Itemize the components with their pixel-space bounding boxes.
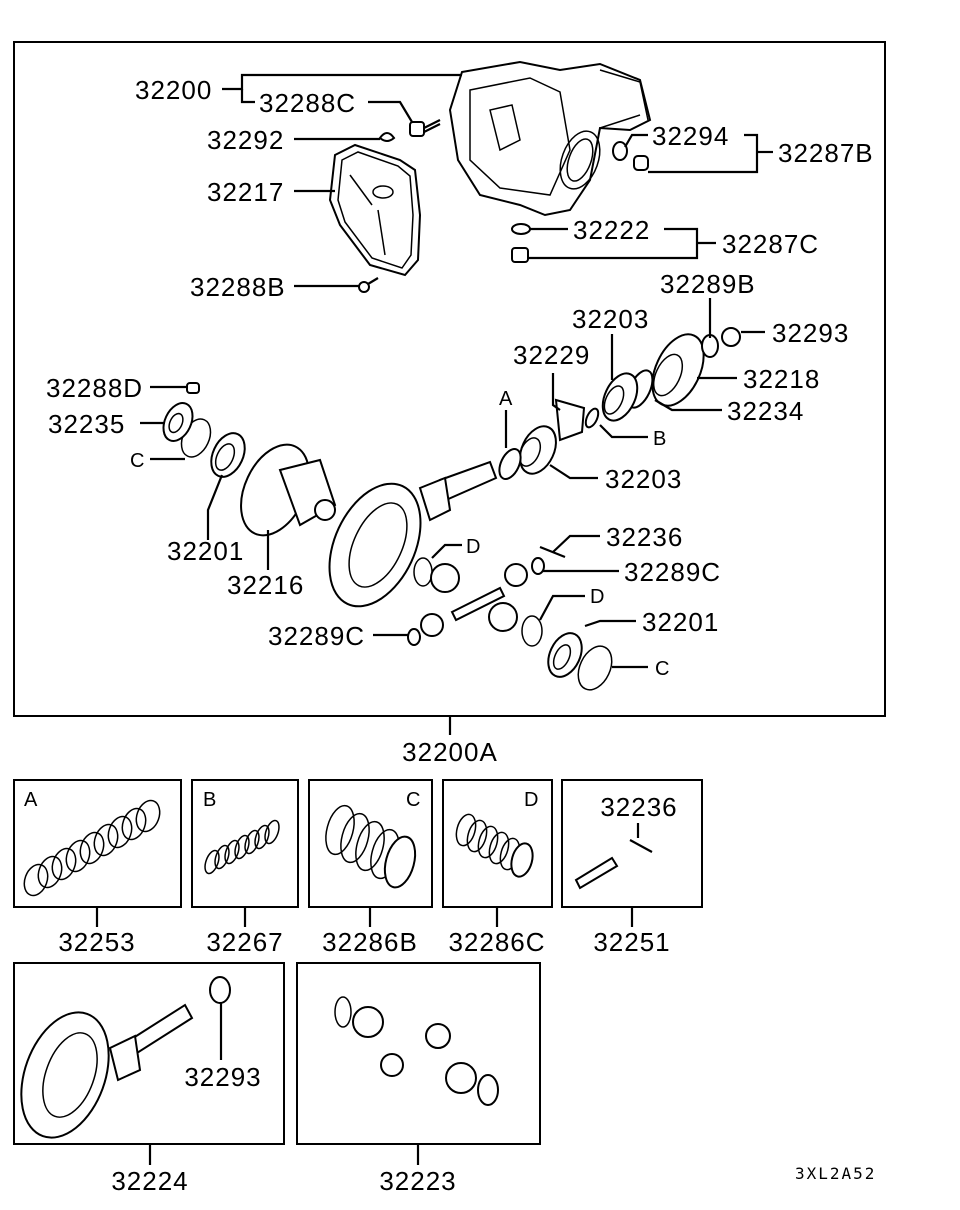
side-gear-right[interactable] bbox=[488, 602, 518, 632]
gasket-32294[interactable] bbox=[612, 141, 628, 161]
callout-32287b[interactable]: 32287B bbox=[778, 138, 874, 168]
ring-gear-graphic bbox=[20, 1011, 110, 1139]
kit-box-c[interactable]: C bbox=[308, 779, 433, 908]
callout-c-right[interactable]: C bbox=[655, 658, 669, 680]
ring-gear-part[interactable] bbox=[311, 469, 438, 621]
nut-graphic bbox=[209, 976, 231, 1004]
callout-32201-right[interactable]: 32201 bbox=[642, 607, 719, 637]
washer-32292[interactable] bbox=[378, 132, 396, 142]
kit-a-letter: A bbox=[24, 789, 38, 811]
callout-c-left[interactable]: C bbox=[130, 450, 144, 472]
spacer-32229[interactable] bbox=[554, 398, 586, 442]
oil-seal-32235[interactable] bbox=[158, 398, 198, 445]
bearing-32203-outer[interactable] bbox=[596, 368, 644, 426]
callout-32294[interactable]: 32294 bbox=[652, 121, 729, 151]
callout-32234[interactable]: 32234 bbox=[727, 396, 804, 426]
kit-a-part-number[interactable]: 32253 bbox=[58, 927, 135, 957]
callout-32218[interactable]: 32218 bbox=[743, 364, 820, 394]
shim-set-c-graphic bbox=[325, 804, 417, 889]
nut-32293[interactable] bbox=[721, 327, 741, 347]
kit-c-part-number[interactable]: 32286B bbox=[322, 927, 418, 957]
companion-flange-32218[interactable] bbox=[642, 326, 714, 413]
shim-a[interactable] bbox=[495, 446, 525, 483]
rear-cover-part[interactable] bbox=[328, 143, 422, 277]
shaft-graphic bbox=[574, 856, 619, 890]
pinion-graphic bbox=[108, 1003, 194, 1082]
callout-b[interactable]: B bbox=[653, 428, 666, 450]
spacer-set-graphic bbox=[204, 819, 280, 875]
kit-box-a[interactable]: A bbox=[13, 779, 182, 908]
bolt-32288c[interactable] bbox=[409, 119, 441, 137]
callout-32288d[interactable]: 32288D bbox=[46, 373, 143, 403]
bearing-32201-left[interactable] bbox=[205, 428, 252, 482]
callout-32201-left[interactable]: 32201 bbox=[167, 536, 244, 566]
shim-c-right[interactable] bbox=[572, 641, 619, 695]
kit-b-part-number[interactable]: 32267 bbox=[206, 927, 283, 957]
callout-32289c-left[interactable]: 32289C bbox=[268, 621, 365, 651]
callout-32293[interactable]: 32293 bbox=[772, 318, 849, 348]
washer-d-right[interactable] bbox=[521, 615, 543, 647]
diff-gears-graphic bbox=[334, 996, 499, 1106]
bolt-32288d[interactable] bbox=[186, 382, 200, 394]
kit-d-letter: D bbox=[524, 789, 538, 811]
callout-32229[interactable]: 32229 bbox=[513, 340, 590, 370]
pin-graphic bbox=[629, 839, 653, 853]
label-main-assembly[interactable]: 32200A bbox=[402, 737, 498, 767]
callout-32200[interactable]: 32200 bbox=[135, 75, 212, 105]
kit-pin-inner-label: 32236 bbox=[600, 792, 677, 822]
differential-case-32216[interactable] bbox=[228, 434, 337, 546]
set-gear-part-number[interactable]: 32224 bbox=[111, 1166, 188, 1196]
kit-box-b[interactable]: B bbox=[191, 779, 299, 908]
kit-d-part-number[interactable]: 32286C bbox=[448, 927, 545, 957]
pinion-gear-left[interactable] bbox=[420, 613, 444, 637]
carrier-housing-part[interactable] bbox=[448, 60, 652, 217]
bearing-32203-inner[interactable] bbox=[513, 421, 563, 480]
gasket-32222[interactable] bbox=[511, 223, 531, 235]
plug-32287b[interactable] bbox=[633, 155, 649, 171]
set-gear-inner-label: 32293 bbox=[184, 1062, 261, 1092]
callout-32222[interactable]: 32222 bbox=[573, 215, 650, 245]
callout-d-lower[interactable]: D bbox=[590, 586, 604, 608]
kit-box-d[interactable]: D bbox=[442, 779, 553, 908]
pinion-shaft[interactable] bbox=[450, 586, 506, 622]
callout-32289b[interactable]: 32289B bbox=[660, 269, 756, 299]
bearing-32201-right[interactable] bbox=[542, 628, 589, 682]
pinion-gear-right[interactable] bbox=[504, 563, 528, 587]
washer-set-d-graphic bbox=[455, 813, 534, 878]
plug-32287c[interactable] bbox=[511, 247, 529, 263]
washer-d-left[interactable] bbox=[413, 557, 433, 587]
figure-code: 3XL2A52 bbox=[795, 1164, 876, 1183]
set-diff-part-number[interactable]: 32223 bbox=[379, 1166, 456, 1196]
shim-set-graphic bbox=[23, 799, 161, 897]
drive-pinion-part[interactable] bbox=[418, 460, 498, 522]
kit-b-letter: B bbox=[203, 789, 216, 811]
callout-a[interactable]: A bbox=[499, 388, 513, 410]
kit-c-letter: C bbox=[406, 789, 420, 811]
callout-32235[interactable]: 32235 bbox=[48, 409, 125, 439]
kit-box-pinion-shaft[interactable]: 32236 bbox=[561, 779, 703, 908]
callout-32288c[interactable]: 32288C bbox=[259, 88, 356, 118]
callout-32288b[interactable]: 32288B bbox=[190, 272, 286, 302]
pin-32236[interactable] bbox=[539, 545, 566, 559]
spacer-b[interactable] bbox=[583, 407, 601, 429]
callout-32287c[interactable]: 32287C bbox=[722, 229, 819, 259]
callout-32216[interactable]: 32216 bbox=[227, 570, 304, 600]
set-box-gear[interactable]: 32293 bbox=[5, 962, 285, 1150]
bolt-32288b[interactable] bbox=[358, 277, 379, 293]
washer-32289b[interactable] bbox=[701, 334, 719, 358]
callout-d-upper[interactable]: D bbox=[466, 536, 480, 558]
side-gear-left[interactable] bbox=[430, 563, 460, 593]
callout-32203-upper[interactable]: 32203 bbox=[572, 304, 649, 334]
callout-32236[interactable]: 32236 bbox=[606, 522, 683, 552]
set-box-diff[interactable] bbox=[296, 962, 541, 1145]
callout-32217[interactable]: 32217 bbox=[207, 177, 284, 207]
callout-32292[interactable]: 32292 bbox=[207, 125, 284, 155]
washer-32289c-left[interactable] bbox=[407, 628, 421, 646]
callout-32203-lower[interactable]: 32203 bbox=[605, 464, 682, 494]
kit-pin-part-number[interactable]: 32251 bbox=[593, 927, 670, 957]
leader-lines bbox=[140, 73, 773, 669]
washer-32289c-right[interactable] bbox=[531, 557, 545, 575]
callout-32289c-right[interactable]: 32289C bbox=[624, 557, 721, 587]
